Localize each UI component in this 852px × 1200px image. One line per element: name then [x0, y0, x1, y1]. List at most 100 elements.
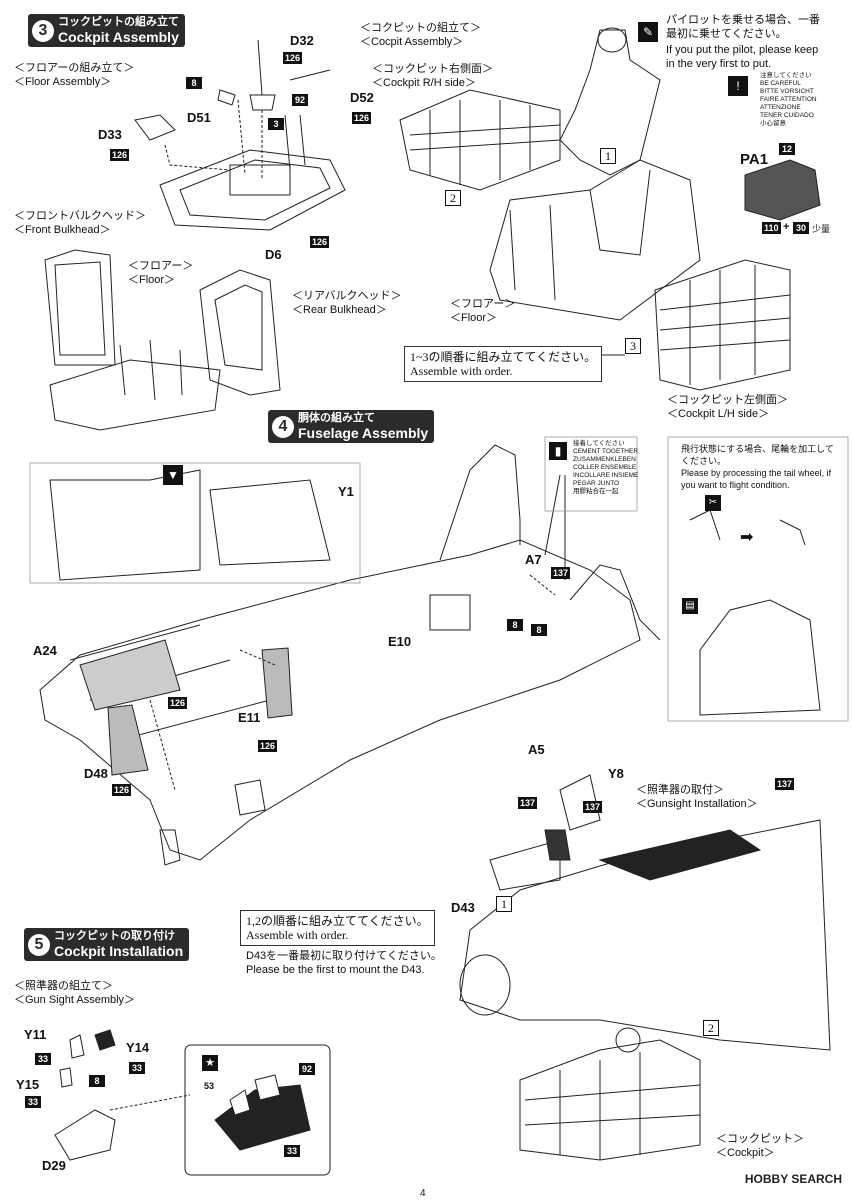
- pa1-cushion-drawing: [744, 159, 821, 221]
- careful-line: ATTENZIONE: [760, 104, 801, 111]
- label-cockpit-en: ＜Cockpit＞: [716, 1147, 775, 1159]
- paint-qty: 少量: [812, 224, 831, 234]
- color-126: 126: [310, 236, 330, 248]
- color-126: 126: [168, 697, 188, 709]
- color-137: 137: [518, 797, 538, 809]
- color-126: 126: [112, 784, 132, 796]
- step-header-cockpit-assembly: 3 コックピットの組み立て Cockpit Assembly: [28, 14, 185, 47]
- careful-line: 小心留意: [760, 120, 786, 127]
- careful-line: FAIRE ATTENTION: [760, 96, 817, 103]
- label-gunsight-asm-en: ＜Gun Sight Assembly＞: [14, 994, 136, 1006]
- d43-note-en: Please be the first to mount the D43.: [246, 964, 425, 976]
- part-a5: A5: [528, 742, 545, 757]
- part-d33: D33: [98, 127, 122, 142]
- label-front-bulkhead-en: ＜Front Bulkhead＞: [14, 224, 111, 236]
- careful-line: 注意してください: [760, 72, 812, 79]
- step-title-jp: コックピットの組み立て: [58, 16, 179, 28]
- cut-icon: ✂: [705, 495, 721, 511]
- color-33: 33: [284, 1145, 300, 1157]
- file-icon: ▤: [682, 598, 698, 614]
- step-header-fuselage-assembly: 4 胴体の組み立て Fuselage Assembly: [268, 410, 435, 443]
- tail-note-en2: you want to flight condition.: [681, 480, 790, 490]
- star-icon: ★: [202, 1055, 218, 1071]
- pilot-note-en2: in the very first to put.: [666, 58, 772, 70]
- color-8: 8: [507, 619, 523, 631]
- color-92: 92: [299, 1063, 315, 1075]
- order-note-jp: 1,2の順番に組み立ててください。: [246, 914, 429, 928]
- label-floor-en: ＜Floor＞: [128, 274, 176, 286]
- gunsight-drawing: [54, 1109, 116, 1161]
- inset-frame-tail: [667, 436, 849, 722]
- color-8: 8: [186, 77, 202, 89]
- vertical-tail-drawing: [439, 444, 521, 561]
- color-53: 53: [204, 1081, 215, 1091]
- part-d48: D48: [84, 766, 108, 781]
- label-cockpit-lh-jp: ＜コックピット左側面＞: [667, 394, 788, 406]
- part-d32: D32: [290, 33, 314, 48]
- color-137: 137: [583, 801, 603, 813]
- floor-part-drawing: [159, 149, 346, 231]
- step-num-2: 2: [703, 1020, 719, 1036]
- label-floor-assembly-en: ＜Floor Assembly＞: [14, 76, 112, 88]
- rear-bulkhead-drawing: [199, 269, 281, 396]
- step-title-jp: 胴体の組み立て: [298, 412, 375, 424]
- cockpit-floor-drawing: [489, 159, 701, 321]
- part-d6: D6: [265, 247, 282, 262]
- label-front-bulkhead-jp: ＜フロントバルクヘッド＞: [14, 210, 146, 222]
- step-number: 5: [28, 933, 50, 956]
- part-a7: A7: [525, 552, 542, 567]
- watermark-brand: HOBBY SEARCH: [744, 1172, 842, 1186]
- part-d43: D43: [451, 900, 475, 915]
- step-num-1: 1: [600, 148, 616, 164]
- page-number: 4: [420, 1188, 426, 1199]
- part-d52: D52: [350, 90, 374, 105]
- cockpit-rh-drawing: [399, 89, 561, 191]
- pilot-note-jp1: パイロットを乗せる場合、一番: [666, 14, 820, 26]
- color-137: 137: [775, 778, 795, 790]
- step-title-en: Cockpit Assembly: [58, 29, 179, 45]
- pilot-figure-drawing: [559, 29, 661, 176]
- color-3: 3: [268, 118, 284, 130]
- step-header-cockpit-installation: 5 コックピットの取り付け Cockpit Installation: [24, 928, 190, 961]
- step-num-1: 1: [496, 896, 512, 912]
- paint-plus: +: [783, 221, 790, 233]
- part-pa1: PA1: [740, 151, 769, 168]
- cement-line: PEGAR JUNTO: [573, 480, 620, 487]
- tail-note-en1: Please by processing the tail wheel, if: [681, 468, 832, 478]
- label-gunsight-inst-jp: ＜照準器の取付＞: [636, 784, 724, 796]
- inset-frame-cement: [544, 436, 638, 512]
- cement-small-icon: ▼: [163, 465, 183, 485]
- order-note-1-2: 1,2の順番に組み立ててください。 Assemble with order.: [240, 910, 435, 946]
- order-note-en: Assemble with order.: [410, 364, 513, 378]
- step-title-jp: コックピットの取り付け: [54, 930, 175, 942]
- front-bulkhead-drawing: [44, 249, 116, 366]
- careful-note: 注意してください BE CAREFUL BITTE VORSICHT FAIRE…: [760, 72, 817, 128]
- color-33: 33: [25, 1096, 41, 1108]
- inset-frame-fuselage: [29, 462, 361, 584]
- label-cockpit-rh-en: ＜Cockpit R/H side＞: [372, 77, 476, 89]
- label-rear-bulkhead-en: ＜Rear Bulkhead＞: [292, 304, 387, 316]
- cement-note: 接着してください CEMENT TOGETHER ZUSAMMENKLEBEN …: [573, 440, 638, 496]
- step-title-en: Fuselage Assembly: [298, 425, 429, 441]
- pilot-note-en1: If you put the pilot, please keep: [666, 44, 819, 56]
- color-126: 126: [258, 740, 278, 752]
- label-cockpit-jp: ＜コックピット＞: [716, 1133, 804, 1145]
- part-y14: Y14: [126, 1040, 150, 1055]
- arrow-right-icon: ➡: [740, 529, 754, 546]
- cockpit-lh-drawing: [654, 259, 791, 391]
- step-number: 3: [32, 19, 54, 42]
- cement-icon: ▮: [549, 442, 567, 460]
- label-cocpit-assembly-jp: ＜コクピットの組立て＞: [360, 22, 481, 34]
- part-y8: Y8: [608, 766, 624, 781]
- part-y11: Y11: [24, 1027, 47, 1042]
- color-126: 126: [352, 112, 372, 124]
- label-cocpit-assembly-en: ＜Cocpit Assembly＞: [360, 36, 464, 48]
- color-33: 33: [129, 1062, 145, 1074]
- label-cockpit-lh-en: ＜Cockpit L/H side＞: [667, 408, 770, 420]
- label-floor-jp: ＜フロアー＞: [128, 260, 194, 272]
- careful-line: BITTE VORSICHT: [760, 88, 814, 95]
- label-gunsight-inst-en: ＜Gunsight Installation＞: [636, 798, 758, 810]
- caution-icon: !: [728, 76, 748, 96]
- label-rear-bulkhead-jp: ＜リアバルクヘッド＞: [292, 290, 402, 302]
